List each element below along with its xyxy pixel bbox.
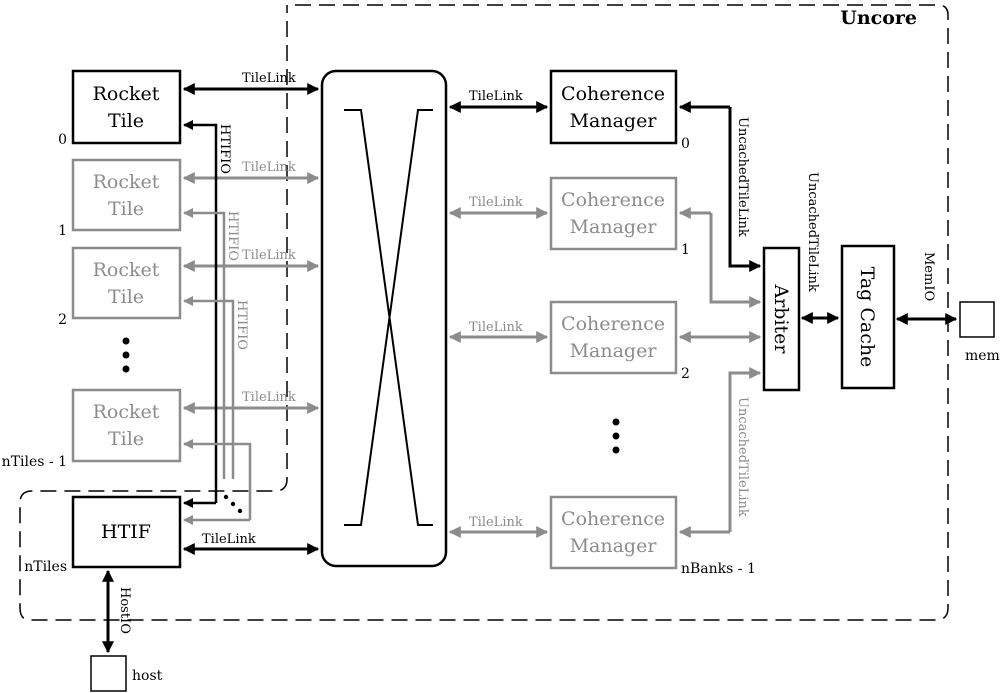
manager-label-line1: Coherence xyxy=(561,189,665,211)
tilelink-label: TileLink xyxy=(242,71,296,86)
uncached-link-n-1 xyxy=(728,367,762,532)
uncached-label: UncachedTileLink xyxy=(805,172,820,292)
htif-label: HTIF xyxy=(101,521,151,543)
mem-label: mem xyxy=(965,348,1000,364)
tilelink-label: TileLink xyxy=(469,515,523,530)
tilelink-label: TileLink xyxy=(469,320,523,335)
rocket-tile-1[interactable]: Rocket Tile xyxy=(71,158,182,232)
host-label: host xyxy=(132,668,163,684)
htifio-label: HTIFIO xyxy=(225,211,240,261)
rocket-tile-0[interactable]: Rocket Tile xyxy=(71,69,182,145)
crossbar xyxy=(320,69,448,568)
htifio-tile-1 xyxy=(183,208,226,479)
tile-ellipsis xyxy=(122,337,130,373)
manager-label-line2: Manager xyxy=(570,216,658,238)
htifio-label: HTIFIO xyxy=(234,300,249,350)
hostio-label: HostIO xyxy=(117,587,132,634)
tilelink-label: TileLink xyxy=(469,89,523,104)
manager-ellipsis xyxy=(612,418,620,454)
coherence-manager-n-1[interactable]: Coherence Manager xyxy=(549,495,678,570)
uncore-label: Uncore xyxy=(840,7,917,29)
tile-index: nTiles - 1 xyxy=(2,454,67,470)
tile-label-line2: Tile xyxy=(108,428,144,450)
htifio-tile-2 xyxy=(183,296,235,479)
tile-label-line1: Rocket xyxy=(93,401,160,423)
tile-label-line2: Tile xyxy=(108,198,144,220)
tile-label-line2: Tile xyxy=(108,110,144,132)
mem-box[interactable] xyxy=(959,301,995,338)
htif-index: nTiles xyxy=(24,559,67,575)
uncore-region xyxy=(19,4,949,621)
manager-index: 2 xyxy=(681,366,690,382)
coherence-manager-0[interactable]: Coherence Manager xyxy=(549,69,678,145)
tilelink-label: TileLink xyxy=(242,160,296,175)
rocket-tile-2[interactable]: Rocket Tile xyxy=(71,246,182,320)
rocket-tile-n-1[interactable]: Rocket Tile xyxy=(71,388,182,463)
uncached-link-1 xyxy=(709,213,762,308)
htifio-tile-n-1 xyxy=(183,439,252,520)
manager-label-line1: Coherence xyxy=(561,83,665,105)
tag-cache-label: Tag Cache xyxy=(856,267,878,368)
tile-index: 0 xyxy=(58,132,67,148)
manager-index: nBanks - 1 xyxy=(681,561,756,577)
tilelink-label: TileLink xyxy=(242,390,296,405)
memio-label: MemIO xyxy=(921,252,936,301)
manager-label-line1: Coherence xyxy=(561,508,665,530)
tilelink-label: TileLink xyxy=(242,248,296,263)
tile-index: 2 xyxy=(58,312,67,328)
coherence-manager-1[interactable]: Coherence Manager xyxy=(549,176,678,251)
manager-label-line2: Manager xyxy=(570,110,658,132)
tile-label-line1: Rocket xyxy=(93,83,160,105)
manager-label-line2: Manager xyxy=(570,340,658,362)
tag-cache-block[interactable]: Tag Cache xyxy=(840,244,896,390)
htifio-ellipsis xyxy=(223,494,243,514)
arbiter-block[interactable]: Arbiter xyxy=(762,246,801,392)
arbiter-label: Arbiter xyxy=(770,283,792,354)
manager-label-line1: Coherence xyxy=(561,313,665,335)
tile-label-line2: Tile xyxy=(108,286,144,308)
htifio-label: HTIFIO xyxy=(217,124,232,174)
tile-index: 1 xyxy=(58,223,67,239)
tilelink-label: TileLink xyxy=(202,532,256,547)
manager-index: 0 xyxy=(681,136,690,152)
uncached-link-0 xyxy=(728,107,762,272)
htifio-tile-0 xyxy=(183,120,218,503)
tilelink-label: TileLink xyxy=(469,195,523,210)
host-box[interactable] xyxy=(90,655,127,692)
uncached-label: UncachedTileLink xyxy=(735,397,750,517)
manager-index: 1 xyxy=(681,242,690,258)
tile-label-line1: Rocket xyxy=(93,259,160,281)
tile-label-line1: Rocket xyxy=(93,171,160,193)
htif-block[interactable]: HTIF xyxy=(71,495,182,569)
coherence-manager-2[interactable]: Coherence Manager xyxy=(549,300,678,375)
uncached-label: UncachedTileLink xyxy=(735,117,750,237)
manager-label-line2: Manager xyxy=(570,535,658,557)
